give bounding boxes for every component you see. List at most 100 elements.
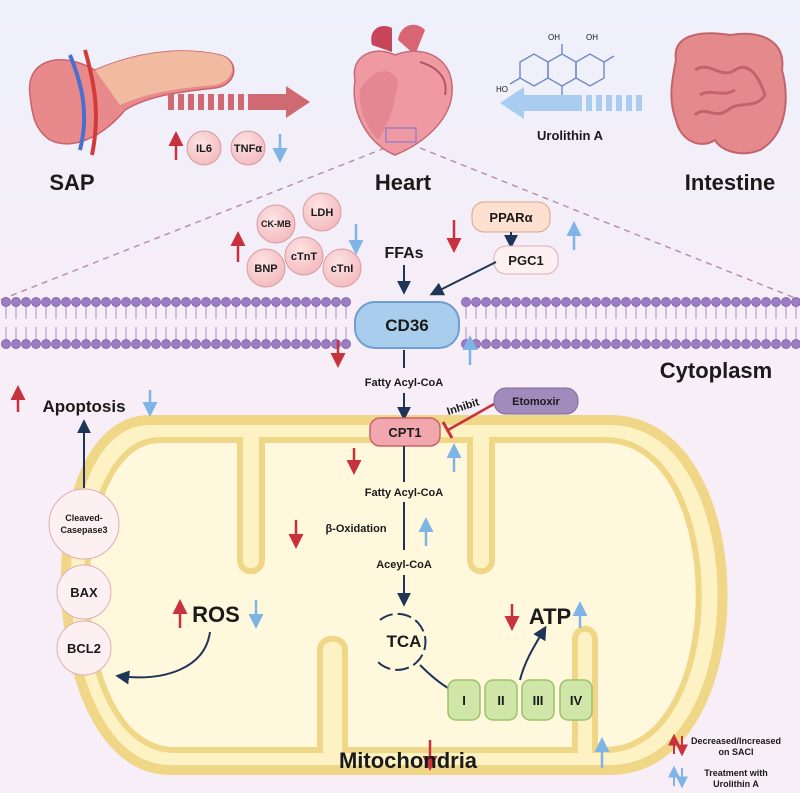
lipid-head xyxy=(331,297,341,307)
lipid-head xyxy=(231,297,241,307)
lipid-head xyxy=(101,297,111,307)
bax-label: BAX xyxy=(70,585,98,600)
lipid-head xyxy=(681,297,691,307)
lipid-head xyxy=(91,339,101,349)
lipid-head xyxy=(721,297,731,307)
lipid-head xyxy=(61,297,71,307)
lipid-head xyxy=(641,339,651,349)
zoom-line-right xyxy=(419,147,800,301)
apoptosis-label: Apoptosis xyxy=(42,397,125,416)
lipid-head xyxy=(471,297,481,307)
lipid-head xyxy=(651,297,661,307)
lipid-head xyxy=(561,339,571,349)
urolithin-structure-icon xyxy=(509,44,615,96)
complex-i-label: I xyxy=(462,693,466,708)
lipid-head xyxy=(711,339,721,349)
lipid-head xyxy=(761,297,771,307)
lipid-head xyxy=(211,339,221,349)
lipid-head xyxy=(181,339,191,349)
urolithin-label: Urolithin A xyxy=(537,128,604,143)
complex-iii xyxy=(521,679,555,721)
fatty-acyl-coa-2: Fatty Acyl-CoA xyxy=(365,487,443,499)
lipid-head xyxy=(281,339,291,349)
lipid-head xyxy=(511,339,521,349)
ppara-label: PPARα xyxy=(489,210,532,225)
lipid-head xyxy=(101,339,111,349)
lipid-head xyxy=(541,297,551,307)
lipid-head xyxy=(261,339,271,349)
heart-label: Heart xyxy=(375,170,432,195)
lipid-head xyxy=(301,297,311,307)
lipid-head xyxy=(711,297,721,307)
etomoxir-label: Etomoxir xyxy=(512,396,560,408)
lipid-head xyxy=(531,339,541,349)
lipid-head xyxy=(61,339,71,349)
lipid-head xyxy=(501,339,511,349)
lipid-head xyxy=(341,297,351,307)
mitochondria-label: Mitochondria xyxy=(339,748,478,773)
lipid-head xyxy=(741,297,751,307)
intestine-icon xyxy=(670,32,787,155)
intestine-label: Intestine xyxy=(685,170,775,195)
lipid-head xyxy=(341,339,351,349)
lipid-head xyxy=(91,297,101,307)
lipid-head xyxy=(741,339,751,349)
ckmb-label: CK-MB xyxy=(261,219,291,229)
lipid-head xyxy=(171,297,181,307)
bax-circle xyxy=(56,564,112,620)
lipid-head xyxy=(51,297,61,307)
lipid-head xyxy=(261,297,271,307)
lipid-head xyxy=(81,297,91,307)
lipid-head xyxy=(771,297,781,307)
oh-label-1: OH xyxy=(548,33,560,42)
lipid-head xyxy=(491,297,501,307)
lipid-head xyxy=(761,339,771,349)
ros-label: ROS xyxy=(192,602,240,627)
inhibit-line xyxy=(447,402,495,432)
lipid-head xyxy=(661,297,671,307)
ldh-circle xyxy=(302,192,342,232)
lipid-head xyxy=(161,297,171,307)
legend-line2-b: Urolithin A xyxy=(713,779,759,789)
lipid-head xyxy=(781,297,791,307)
cleaved-label-1: Cleaved- xyxy=(65,513,103,523)
lipid-head xyxy=(611,339,621,349)
ctni-circle xyxy=(322,248,362,288)
lipid-head xyxy=(791,339,800,349)
lipid-head xyxy=(51,339,61,349)
lipid-head xyxy=(591,297,601,307)
zoom-line-left xyxy=(0,147,386,301)
lipid-head xyxy=(521,297,531,307)
lipid-head xyxy=(291,297,301,307)
pancreas-icon xyxy=(28,49,235,156)
lipid-head xyxy=(731,339,741,349)
lipid-head xyxy=(141,339,151,349)
lipid-head xyxy=(681,339,691,349)
cleaved-caspase3-circle xyxy=(48,488,120,560)
lipid-head xyxy=(661,339,671,349)
lipid-head xyxy=(181,297,191,307)
complex-ii-label: II xyxy=(497,693,504,708)
complex-iv-label: IV xyxy=(570,693,583,708)
lipid-head xyxy=(541,339,551,349)
lipid-head xyxy=(671,339,681,349)
tnfa-circle xyxy=(230,130,266,166)
lipid-head xyxy=(191,339,201,349)
tnfa-label: TNFα xyxy=(234,143,262,155)
lipid-head xyxy=(461,297,471,307)
pgc1-label: PGC1 xyxy=(508,253,543,268)
ctnt-circle xyxy=(284,236,324,276)
lipid-head xyxy=(701,339,711,349)
lipid-head xyxy=(791,297,800,307)
lipid-head xyxy=(551,297,561,307)
etc-to-atp-arrow xyxy=(519,625,547,681)
cell-membrane xyxy=(1,297,800,349)
oh-label-2: OH xyxy=(586,33,598,42)
lipid-head xyxy=(1,339,11,349)
lipid-head xyxy=(191,297,201,307)
lipid-head xyxy=(171,339,181,349)
lipid-head xyxy=(71,339,81,349)
lipid-head xyxy=(731,297,741,307)
tca-label: TCA xyxy=(387,632,422,651)
lipid-head xyxy=(121,297,131,307)
